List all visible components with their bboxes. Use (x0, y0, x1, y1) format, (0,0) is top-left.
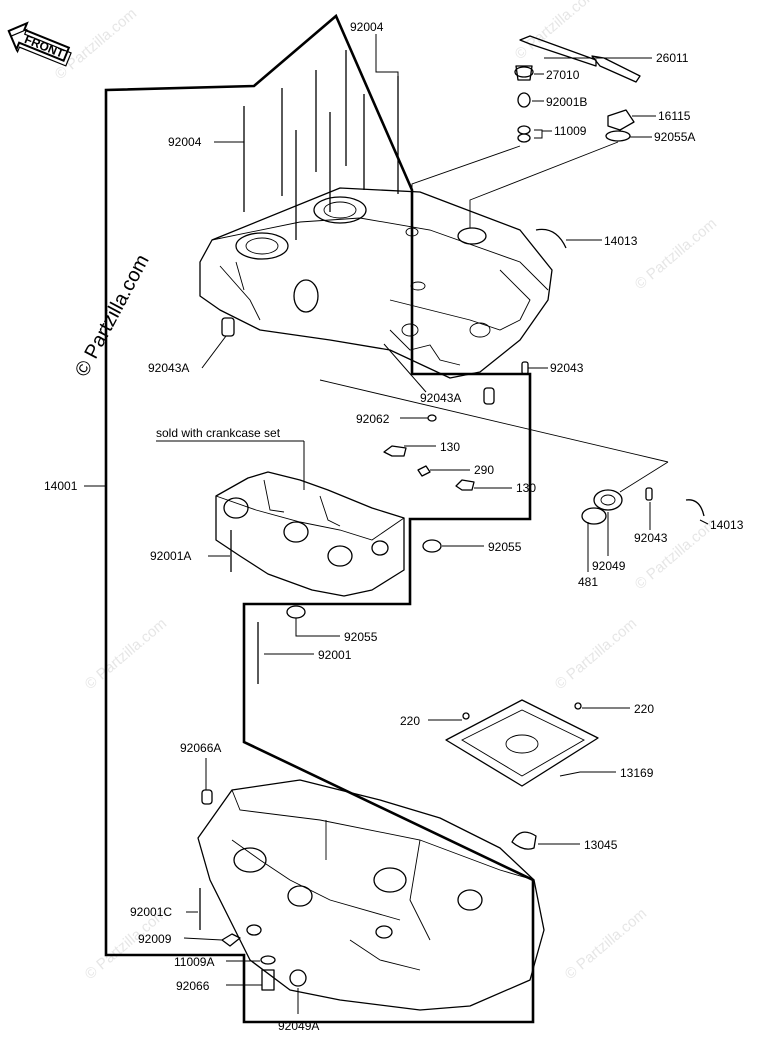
label-13045: 13045 (584, 838, 618, 852)
front-arrow-icon: FRONT (7, 21, 72, 67)
watermark-tile: © Partzilla.com (632, 515, 720, 593)
cover-plate-13169 (445, 699, 599, 787)
label-92001c: 92001C (130, 905, 172, 919)
label-130-a: 130 (440, 440, 460, 454)
label-92055a: 92055A (654, 130, 695, 144)
crankcase-set-outline (104, 13, 535, 1024)
watermark-tile: © Partzilla.com (632, 215, 720, 293)
clip-14013-top (535, 228, 567, 249)
watermark-tile: © Partzilla.com (552, 615, 640, 693)
label-11009: 11009 (554, 124, 587, 138)
label-92001a: 92001A (150, 549, 191, 563)
label-92055-low: 92055 (344, 630, 378, 644)
label-92001b: 92001B (546, 95, 587, 109)
watermark-tile: © Partzilla.com (562, 905, 650, 983)
label-92001: 92001 (318, 648, 352, 662)
watermark-tiles: © Partzilla.com © Partzilla.com © Partzi… (52, 0, 720, 983)
label-14001: 14001 (44, 479, 78, 493)
lower-crankcase (197, 779, 545, 1011)
label-92062: 92062 (356, 412, 390, 426)
leader-lines (84, 34, 709, 1014)
washer-92055-low (286, 605, 306, 619)
label-26011: 26011 (656, 51, 689, 65)
label-92004-left: 92004 (168, 135, 202, 149)
label-92043-low: 92043 (634, 531, 668, 545)
label-220-left: 220 (400, 714, 420, 728)
drain-parts (199, 888, 307, 991)
part-labels: 92004 26011 27010 92001B 16115 11009 920… (44, 20, 744, 1033)
seal-13045 (511, 831, 537, 850)
watermark-tile: © Partzilla.com (512, 0, 600, 63)
oil-filler-parts (411, 35, 641, 228)
label-92066: 92066 (176, 979, 210, 993)
watermark-tile: © Partzilla.com (82, 615, 170, 693)
label-13169: 13169 (620, 766, 654, 780)
label-92004-top: 92004 (350, 20, 384, 34)
label-92043a-left: 92043A (148, 361, 189, 375)
label-92049a: 92049A (278, 1019, 319, 1033)
washer-92055-mid (422, 539, 442, 553)
label-481: 481 (578, 575, 598, 589)
front-tag-text: FRONT (22, 32, 66, 61)
label-27010: 27010 (546, 68, 580, 82)
label-92055-mid: 92055 (488, 540, 522, 554)
label-14013-top: 14013 (604, 234, 638, 248)
label-92009: 92009 (138, 932, 172, 946)
label-130-b: 130 (516, 481, 536, 495)
label-290: 290 (474, 463, 494, 477)
label-16115: 16115 (658, 109, 691, 123)
label-11009a: 11009A (174, 955, 214, 969)
seal-bearing-group (319, 379, 705, 525)
label-92043a-mid: 92043A (420, 391, 461, 405)
label-92049: 92049 (592, 559, 626, 573)
label-92066a: 92066A (180, 741, 221, 755)
label-220-right: 220 (634, 702, 654, 716)
watermark-main: © Partzilla.com (71, 251, 154, 380)
bolts-130-290 (383, 445, 475, 491)
watermark-tile: © Partzilla.com (52, 5, 140, 83)
stud-bolts-92004 (243, 50, 399, 240)
upper-crankcase (199, 187, 553, 379)
dowel-pins (201, 317, 653, 805)
label-92043-right: 92043 (550, 361, 584, 375)
label-14013-low: 14013 (710, 518, 744, 532)
crankcase-middle-block (215, 471, 405, 597)
note-sold-with-crankcase-set: sold with crankcase set (156, 426, 281, 440)
